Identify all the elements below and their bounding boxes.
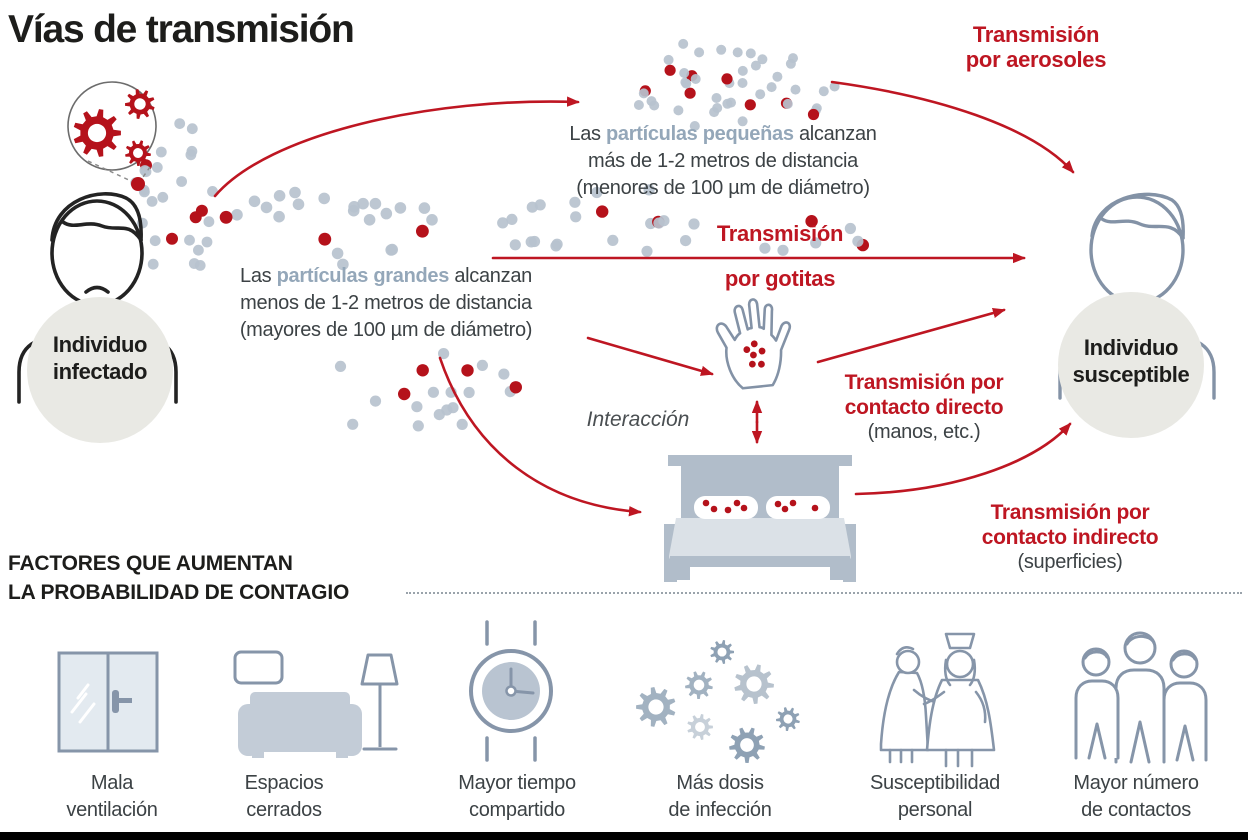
label-direct-contact: Transmisión por contacto directo (manos,… bbox=[794, 370, 1054, 445]
arrow-aerosols-in bbox=[830, 80, 1075, 174]
label-direct-note: (manos, etc.) bbox=[867, 421, 981, 443]
sofa-icon bbox=[233, 650, 399, 758]
arrow-to-hand bbox=[586, 336, 714, 376]
virus-cluster-icon bbox=[636, 640, 800, 763]
infected-label-circle bbox=[27, 297, 173, 443]
small-particles-line1: Las partículas pequeñas alcanzan bbox=[569, 123, 877, 145]
contaminated-hand-icon bbox=[715, 298, 792, 390]
label-indirect-contact: Transmisión por contacto indirecto (supe… bbox=[940, 500, 1200, 575]
arrow-bed-to-person bbox=[854, 422, 1072, 496]
label-droplets-1: Transmisión bbox=[716, 221, 844, 246]
large-particles-line1: Las partículas grandes alcanzan bbox=[240, 265, 532, 287]
label-interaction: Interacción bbox=[586, 408, 690, 431]
arrow-aerosols-out bbox=[213, 96, 580, 198]
label-droplets-2: por gotitas bbox=[724, 266, 836, 291]
page-title: Vías de transmisión bbox=[8, 8, 355, 51]
small-particles-highlight: partículas pequeñas bbox=[605, 123, 794, 145]
small-particles-text: Las partículas pequeñas alcanzan más de … bbox=[523, 121, 923, 202]
label-susceptible: Individuo susceptible bbox=[1072, 335, 1190, 387]
caregiver-icon bbox=[879, 632, 996, 768]
watch-icon bbox=[469, 620, 553, 762]
label-infected: Individuo infectado bbox=[52, 332, 148, 384]
people-group-icon bbox=[1074, 631, 1208, 764]
particle-clouds bbox=[130, 38, 869, 432]
label-indirect-note: (superficies) bbox=[1017, 551, 1123, 573]
window-icon bbox=[57, 651, 159, 753]
bottom-bar bbox=[0, 832, 1248, 840]
factors-heading: FACTORES QUE AUMENTAN LA PROBABILIDAD DE… bbox=[8, 552, 350, 604]
arrow-to-bed bbox=[438, 356, 642, 517]
susceptible-label-circle bbox=[1058, 292, 1204, 438]
bed-icon bbox=[664, 455, 856, 582]
label-aerosols: Transmisión por aerosoles bbox=[965, 22, 1107, 72]
large-particles-highlight: partículas grandes bbox=[276, 265, 450, 287]
dotted-separator bbox=[406, 592, 1242, 594]
arrow-hand-to-person bbox=[816, 307, 1006, 364]
virus-magnifier-icon bbox=[67, 81, 157, 191]
large-particles-text: Las partículas grandes alcanzan menos de… bbox=[186, 263, 586, 344]
